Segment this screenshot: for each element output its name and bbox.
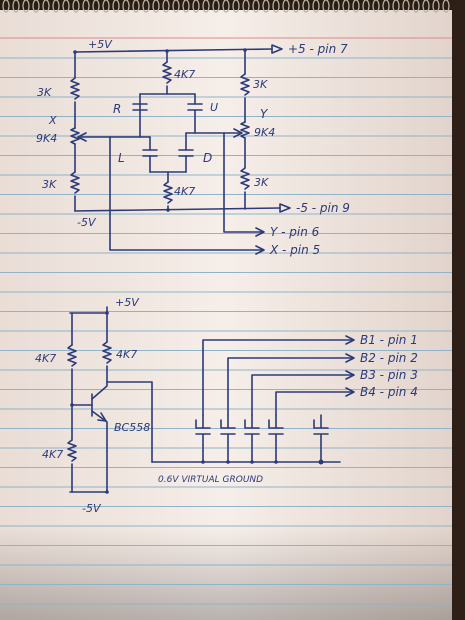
spiral-ring — [322, 0, 330, 13]
spiral-ring — [262, 0, 270, 13]
bottom-res-upper-left-label: 4K7 — [35, 352, 56, 365]
spiral-ring — [222, 0, 230, 13]
spiral-ring — [212, 0, 220, 13]
bottom-vplus-label: +5V — [115, 296, 140, 309]
spiral-ring — [2, 0, 10, 13]
top-vplus-label: +5V — [88, 38, 113, 51]
top-res-right-lower-label: 3K — [254, 176, 269, 189]
spiral-ring — [92, 0, 100, 13]
push-button-switch — [220, 414, 236, 463]
spiral-binding — [0, 0, 465, 13]
top-vminus-output-label: -5 - pin 9 — [296, 201, 350, 215]
spiral-ring — [432, 0, 440, 13]
top-vminus-label: -5V — [77, 216, 97, 229]
spiral-ring — [392, 0, 400, 13]
spiral-ring — [402, 0, 410, 13]
output-b1-label: B1 - pin 1 — [360, 333, 418, 347]
top-res-upper-mid-label: 4K7 — [174, 68, 195, 81]
spiral-ring — [112, 0, 120, 13]
spiral-ring — [442, 0, 450, 13]
spiral-ring — [172, 0, 180, 13]
switch-r-label: R — [113, 102, 121, 116]
spiral-ring — [102, 0, 110, 13]
spiral-ring — [122, 0, 130, 13]
bottom-res-lower-left-label: 4K7 — [42, 448, 63, 461]
transistor-label: BC558 — [114, 421, 150, 434]
spiral-ring — [352, 0, 360, 13]
push-button-switch — [195, 414, 211, 463]
spiral-ring — [132, 0, 140, 13]
spiral-ring — [142, 0, 150, 13]
desk-edge — [452, 0, 465, 620]
pot-x-label: X — [48, 114, 57, 127]
switch-u-label: U — [210, 101, 218, 114]
top-res-left-lower-label: 3K — [42, 178, 57, 191]
spiral-ring — [232, 0, 240, 13]
push-button-switch — [268, 414, 284, 463]
spiral-ring — [272, 0, 280, 13]
spiral-ring — [342, 0, 350, 13]
spiral-ring — [202, 0, 210, 13]
joystick-axis-circuit: +5V +5 - pin 7 4K7 3K 3K R U X 9K4 Y 9K4… — [36, 38, 350, 257]
spiral-ring — [312, 0, 320, 13]
pot-x-value: 9K4 — [36, 132, 57, 145]
spiral-ring — [302, 0, 310, 13]
spiral-ring — [252, 0, 260, 13]
pot-y-value: 9K4 — [254, 126, 275, 139]
switch-d-label: D — [203, 151, 212, 165]
spiral-ring — [62, 0, 70, 13]
spiral-ring — [192, 0, 200, 13]
spiral-ring — [382, 0, 390, 13]
spiral-ring — [362, 0, 370, 13]
spiral-ring — [422, 0, 430, 13]
spiral-ring — [182, 0, 190, 13]
top-res-left-upper-label: 3K — [37, 86, 52, 99]
top-res-right-upper-label: 3K — [253, 78, 268, 91]
spiral-ring — [292, 0, 300, 13]
spiral-ring — [332, 0, 340, 13]
spiral-ring — [52, 0, 60, 13]
spiral-ring — [22, 0, 30, 13]
spiral-ring — [32, 0, 40, 13]
spiral-ring — [82, 0, 90, 13]
bottom-res-upper-right-label: 4K7 — [116, 348, 137, 361]
paper-shadow — [0, 8, 452, 620]
output-b2-label: B2 - pin 2 — [360, 351, 418, 365]
output-y-label: Y - pin 6 — [270, 225, 320, 239]
output-b4-label: B4 - pin 4 — [360, 385, 418, 399]
top-res-lower-mid-label: 4K7 — [174, 185, 195, 198]
virtual-ground-label: 0.6V VIRTUAL GROUND — [158, 475, 263, 485]
pot-y-label: Y — [260, 107, 269, 121]
spiral-ring — [42, 0, 50, 13]
spiral-ring — [12, 0, 20, 13]
output-b3-label: B3 - pin 3 — [360, 368, 418, 382]
push-button-switch — [313, 414, 329, 463]
top-vplus-output-label: +5 - pin 7 — [288, 42, 348, 56]
spiral-ring — [152, 0, 160, 13]
spiral-ring — [242, 0, 250, 13]
switch-l-label: L — [118, 151, 125, 165]
spiral-ring — [282, 0, 290, 13]
spiral-ring — [162, 0, 170, 13]
spiral-ring — [372, 0, 380, 13]
spiral-ring — [412, 0, 420, 13]
spiral-ring — [72, 0, 80, 13]
output-x-label: X - pin 5 — [269, 243, 320, 257]
bottom-vminus-label: -5V — [82, 502, 102, 515]
button-virtual-ground-circuit: +5V B1 - pin 1 4K7 4K7 B2 - pin 2 B3 - p… — [35, 296, 418, 515]
push-button-switch — [244, 414, 260, 463]
